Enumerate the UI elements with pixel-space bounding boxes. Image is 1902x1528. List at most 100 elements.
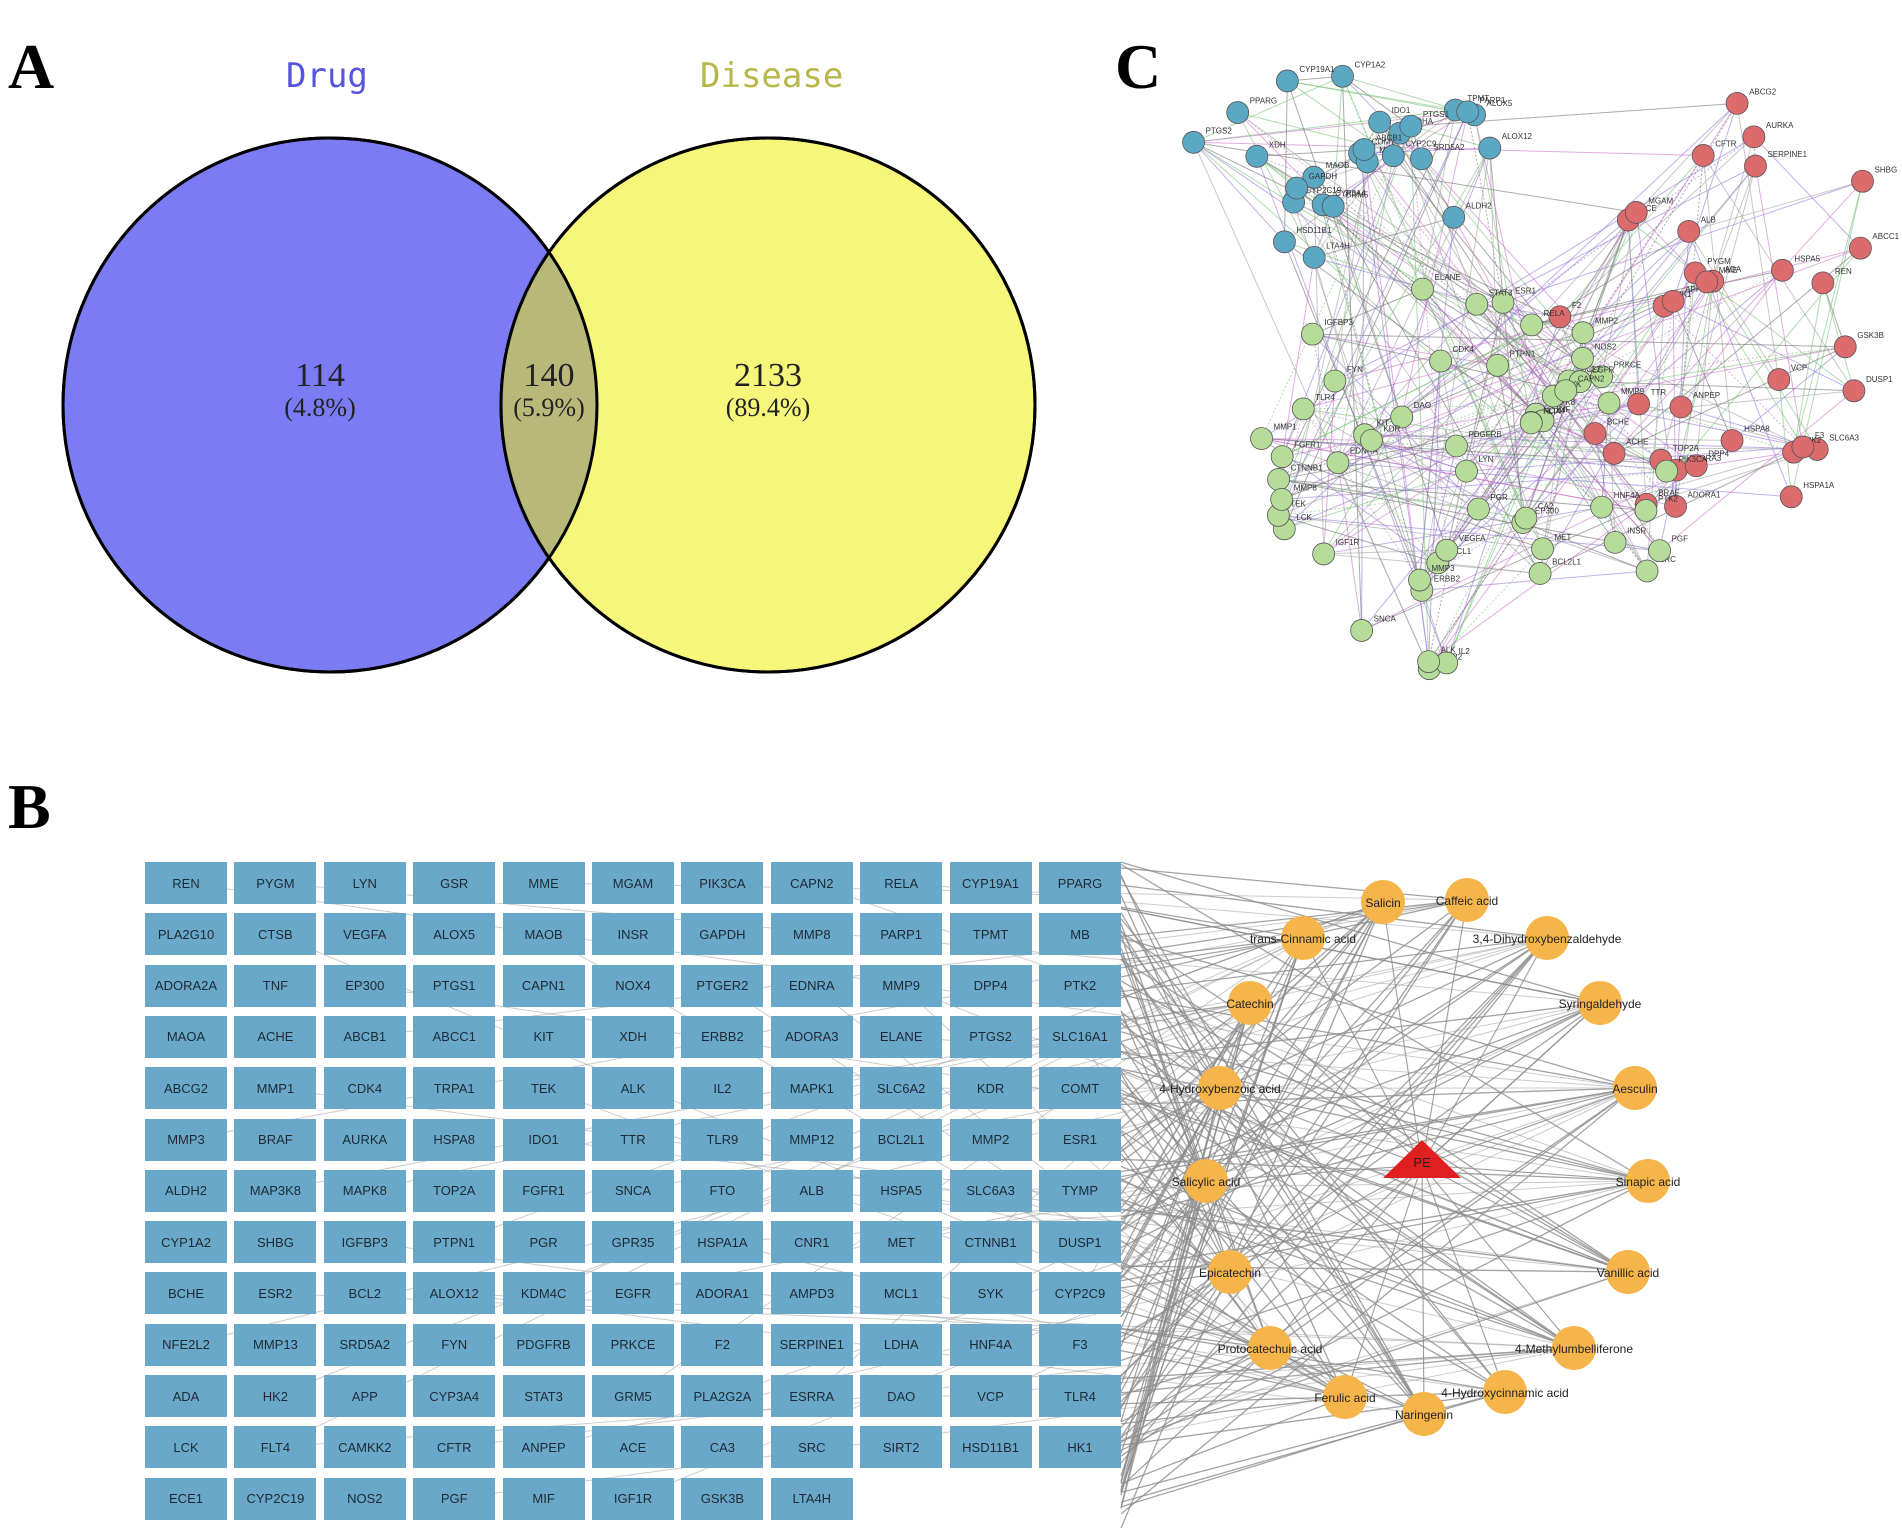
ppi-edge — [1446, 451, 1794, 551]
ppi-edge — [1793, 282, 1824, 453]
ppi-node-label: GRM5 — [1345, 190, 1369, 199]
ppi-node-label: FLT4 — [1543, 407, 1562, 416]
gene-node: ADORA3 — [770, 1015, 853, 1058]
ppi-edge — [1419, 217, 1455, 581]
gene-node: MMP2 — [949, 1118, 1032, 1161]
ppi-edge — [1278, 380, 1570, 480]
ppi-edge — [1695, 281, 1714, 466]
ppi-node: DPP4 — [1684, 450, 1730, 478]
compound-target-edge — [543, 933, 1346, 1398]
compound-circle — [1525, 916, 1569, 960]
ppi-node-circle — [1301, 322, 1324, 346]
compound-target-edge — [1120, 1347, 1575, 1380]
compound-circle — [1483, 1370, 1527, 1414]
hub-edge — [1421, 1087, 1636, 1166]
ppi-edge — [1663, 305, 1804, 448]
gene-node: SERPINE1 — [770, 1323, 853, 1366]
compound-target-edge — [1120, 884, 1548, 939]
ppi-node: MMP1 — [1250, 423, 1297, 450]
ppi-node: ANPEP — [1669, 391, 1720, 419]
gene-node: CNR1 — [770, 1221, 853, 1264]
ppi-node-circle — [1770, 258, 1794, 282]
ppi-node-circle — [1270, 487, 1294, 511]
ppi-node: ALOX12 — [1478, 132, 1533, 160]
compound-target-edge — [1120, 901, 1384, 1209]
ppi-node-label: ADA — [1725, 265, 1742, 274]
ppi-edge — [1284, 241, 1532, 423]
gene-node: ELANE — [860, 1015, 943, 1058]
gene-node: KDR — [949, 1067, 1032, 1110]
ppi-node-label: CYP2C19 — [1306, 186, 1342, 195]
ppi-edge — [1530, 422, 1616, 543]
ppi-edge — [1502, 302, 1647, 511]
ppi-edge — [1337, 155, 1394, 463]
ppi-node-circle — [1742, 125, 1766, 149]
ppi-node: HSD11B1 — [1273, 226, 1332, 254]
compound-target-edge — [454, 1347, 1575, 1500]
ppi-edge — [1293, 201, 1541, 574]
compound-target-edge — [1120, 954, 1425, 1415]
compound-node: Vanillic acid — [1597, 1250, 1659, 1294]
ppi-edge — [1337, 462, 1792, 498]
gene-node: ADA — [145, 1375, 227, 1417]
compound-target-edge — [1120, 1331, 1346, 1398]
ppi-node-circle — [1331, 64, 1354, 88]
ppi-edge — [1530, 422, 1648, 572]
ppi-node-circle — [1410, 147, 1433, 171]
compound-circle — [1248, 1326, 1292, 1370]
compound-target-edge — [1120, 1002, 1251, 1256]
ppi-node-label: LYN — [1478, 455, 1493, 464]
ppi-node-label: ALOX5 — [1487, 99, 1513, 108]
compound-target-edge — [1120, 1087, 1636, 1515]
ppi-edge — [1256, 155, 1423, 290]
gene-node: PDGFRB — [502, 1323, 585, 1366]
gene-node: TPMT — [949, 913, 1032, 956]
ppi-node-circle — [1767, 368, 1791, 391]
compound-target-edge — [1120, 1328, 1506, 1393]
ppi-node: MMP8 — [1270, 483, 1317, 511]
ppi-node: PRKCE — [1590, 361, 1641, 389]
ppi-node: SNCA — [1350, 614, 1397, 642]
ppi-node-label: MMP2 — [1595, 317, 1619, 326]
ppi-node-label: DUSP1 — [1866, 375, 1893, 384]
ppi-node: F2 — [1548, 301, 1582, 329]
ppi-node: TTR — [1627, 388, 1667, 416]
ppi-node-label: MET — [1555, 533, 1572, 542]
ppi-node-label: SERPINE1 — [1767, 150, 1807, 159]
gene-node: SHBG — [234, 1221, 317, 1264]
gene-node: PPARG — [1039, 862, 1121, 904]
gene-node: GPR35 — [592, 1221, 674, 1264]
ppi-node-circle — [1720, 429, 1744, 452]
ppi-node-label: PARP1 — [1480, 96, 1506, 105]
ppi-node: IGFBP3 — [1301, 318, 1353, 346]
ppi-node-label: BCHE — [1607, 417, 1629, 426]
ppi-edge — [1281, 381, 1581, 500]
compound-target-edge — [1120, 1002, 1601, 1249]
ppi-node-label: TTR — [1651, 388, 1667, 397]
ppi-node-label: PTK2 — [1658, 494, 1679, 503]
ppi-node-circle — [1408, 568, 1431, 592]
ppi-node-circle — [1811, 271, 1835, 295]
compound-target-edge — [1120, 929, 1425, 1415]
ppi-node-circle — [1554, 379, 1578, 403]
ppi-node-label: TPMT — [1467, 94, 1489, 103]
gene-node: GSR — [413, 862, 496, 904]
gene-node: CYP2C19 — [234, 1477, 317, 1520]
ppi-node: ALK — [1417, 646, 1456, 674]
ppi-edge — [1502, 301, 1583, 359]
compound-node: Syringaldehyde — [1559, 981, 1642, 1025]
compound-target-edge — [1120, 939, 1506, 1393]
gene-node: MIF — [502, 1477, 585, 1520]
gene-node: VCP — [949, 1375, 1032, 1417]
ppi-edge — [1539, 281, 1708, 574]
gene-node: CYP19A1 — [949, 862, 1032, 904]
gene-node: PLA2G2A — [681, 1375, 764, 1417]
compound-target-edge — [1120, 1413, 1425, 1508]
ppi-node-circle — [1226, 101, 1250, 124]
ppi-node: F3 — [1791, 431, 1825, 459]
ppi-node-circle — [1285, 176, 1309, 200]
gene-node: DAO — [860, 1375, 943, 1417]
ppi-node-circle — [1583, 422, 1607, 445]
ppi-edge — [1281, 280, 1713, 500]
hub-triangle — [1383, 1140, 1461, 1178]
